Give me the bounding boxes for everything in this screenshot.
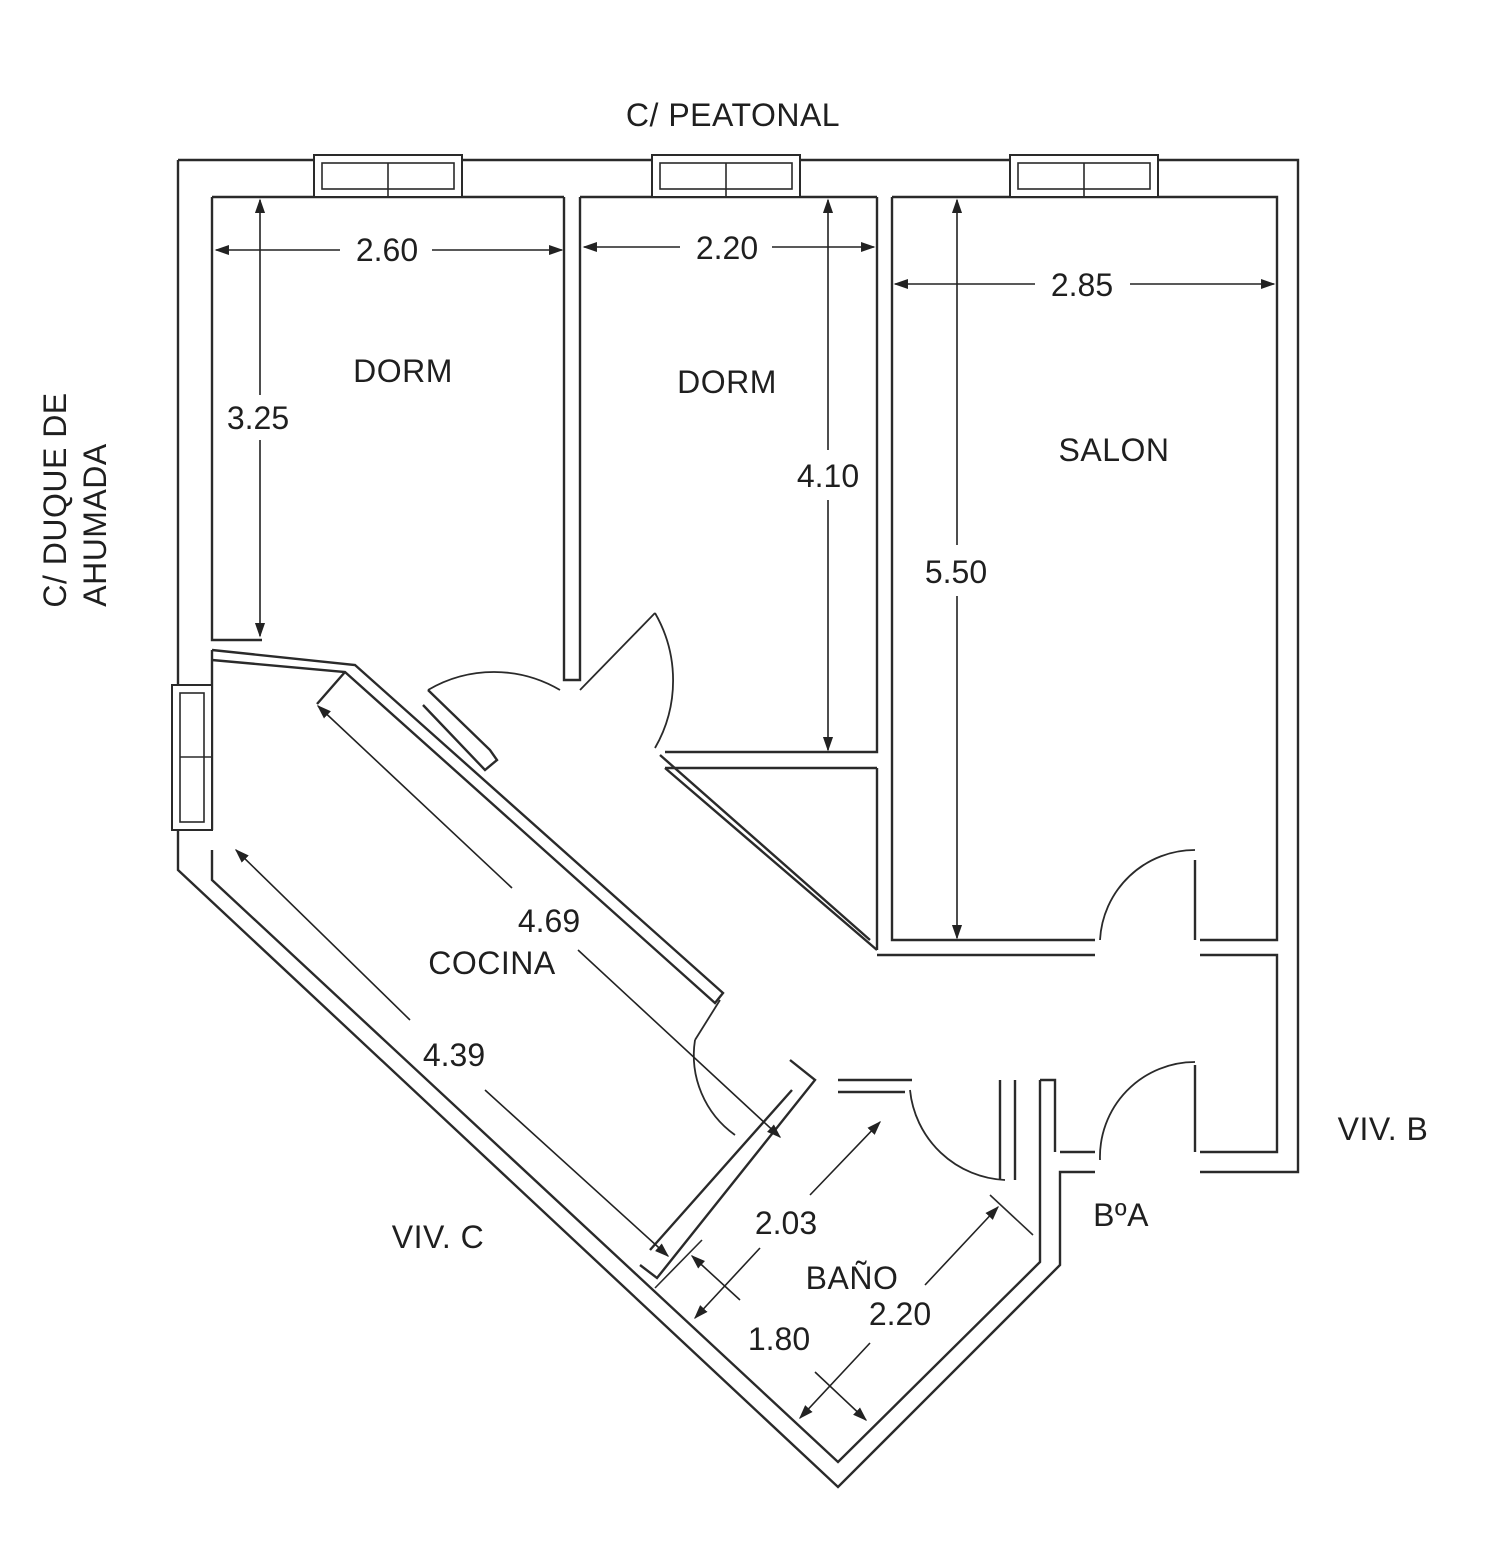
dim-salon-depth: 5.50 (925, 554, 987, 590)
neighbor-viv-b: VIV. B (1338, 1111, 1429, 1147)
doors (427, 612, 1196, 1181)
room-salon: SALON (1059, 432, 1170, 468)
street-north: C/ PEATONAL (626, 97, 840, 133)
room-dorm-1: DORM (353, 353, 453, 389)
room-cocina: COCINA (428, 945, 556, 981)
neighbor-hall-ba: BºA (1093, 1197, 1149, 1233)
dim-bano-c: 1.80 (748, 1321, 810, 1357)
neighbor-viv-c: VIV. C (392, 1219, 485, 1255)
dim-cocina-upper: 4.69 (518, 903, 580, 939)
dim-dorm2-depth: 4.10 (797, 458, 859, 494)
dim-salon-width: 2.85 (1051, 267, 1113, 303)
street-west-line1: C/ DUQUE DE (37, 392, 73, 607)
street-west-line2: AHUMADA (77, 443, 113, 607)
dim-bano-a: 2.03 (755, 1205, 817, 1241)
room-dorm-2: DORM (677, 364, 777, 400)
dim-bano-b: 2.20 (869, 1296, 931, 1332)
dim-dorm2-width: 2.20 (696, 230, 758, 266)
dim-dorm1-depth: 3.25 (227, 400, 289, 436)
windows (171, 154, 1159, 831)
dim-cocina-lower: 4.39 (423, 1037, 485, 1073)
interior-walls (211, 197, 1197, 1280)
dim-dorm1-width: 2.60 (356, 232, 418, 268)
room-bano: BAÑO (806, 1260, 899, 1296)
labels: C/ PEATONAL C/ DUQUE DE AHUMADA DORM DOR… (37, 97, 1428, 1357)
dimension-lines (214, 198, 1276, 1421)
